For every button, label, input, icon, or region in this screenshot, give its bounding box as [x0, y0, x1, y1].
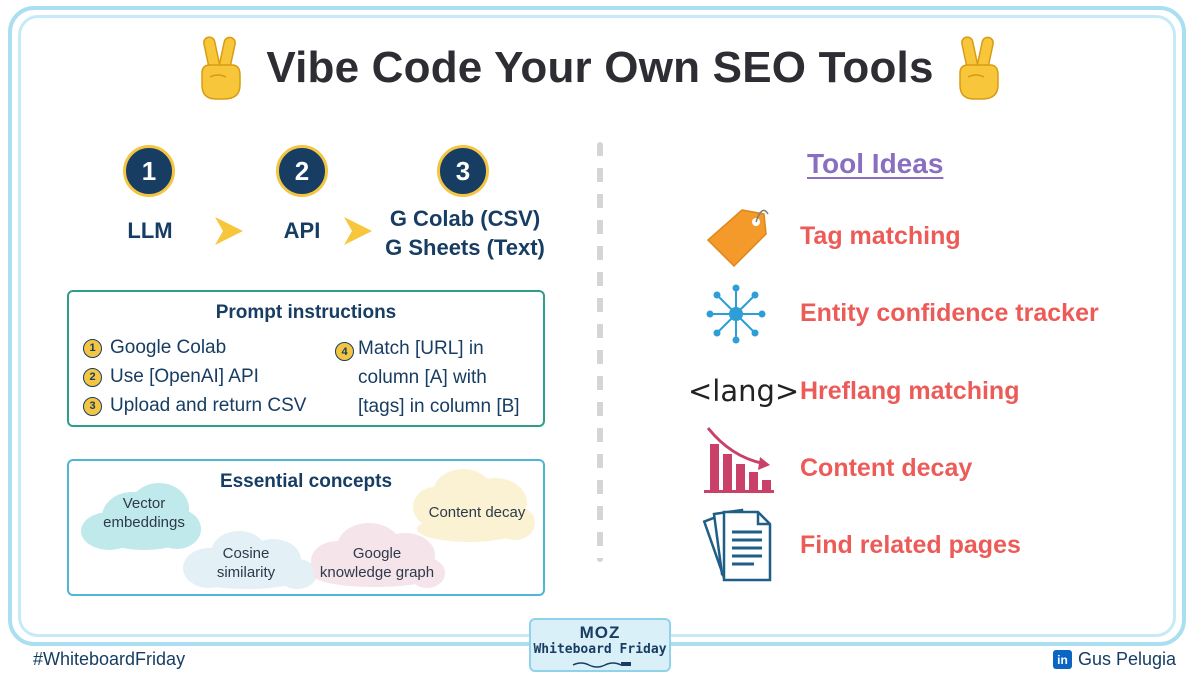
tool-tag-matching: Tag matching — [800, 222, 961, 250]
tag-icon — [706, 209, 769, 268]
peace-hand-icon — [958, 36, 999, 100]
prompt-item-3: 3 Upload and return CSV — [83, 395, 306, 417]
cloud-cosine-similarity — [183, 531, 317, 589]
concept-line: Cosine — [222, 545, 270, 562]
step-3-label: G Colab (CSV) G Sheets (Text) — [380, 204, 550, 262]
cloud-google-knowledge-graph — [311, 523, 445, 588]
step-3-number: 3 — [437, 145, 489, 197]
concept-line: embeddings — [103, 514, 185, 531]
tool-find-related-pages: Find related pages — [800, 531, 1021, 559]
hashtag-label: #WhiteboardFriday — [33, 649, 186, 669]
dashed-divider — [597, 142, 603, 562]
badge-subtitle: Whiteboard Friday — [533, 642, 667, 657]
prompt-item-text: Google Colab — [110, 337, 227, 358]
step-1-number: 1 — [123, 145, 175, 197]
prompt-item-text: Use [OpenAI] API — [110, 366, 259, 387]
documents-icon — [702, 508, 772, 582]
prompt-item-text: Upload and return CSV — [110, 395, 307, 416]
author-credit: in Gus Pelugia — [1053, 649, 1176, 670]
number-badge-icon: 3 — [83, 396, 102, 416]
cloud-content-decay — [413, 469, 535, 542]
tool-hreflang-matching: Hreflang matching — [800, 377, 1020, 405]
step-3-label-line1: G Colab (CSV) — [389, 206, 541, 231]
arrow-right-icon — [344, 217, 372, 245]
cloud-vector-embeddings — [81, 483, 201, 550]
number-badge-icon: 1 — [83, 338, 102, 358]
concept-line: Vector — [122, 495, 166, 512]
linkedin-icon: in — [1053, 650, 1072, 669]
prompt-item-text: [tags] in column [B] — [358, 396, 520, 417]
author-name: Gus Pelugia — [1078, 649, 1177, 669]
concept-cosine-similarity: Cosine similarity — [181, 544, 311, 582]
concept-content-decay: Content decay — [428, 504, 526, 521]
prompt-instructions-title: Prompt instructions — [215, 302, 397, 323]
essential-concepts-box: Essential concepts Vector embeddings Cos… — [67, 459, 545, 596]
arrow-right-icon — [215, 217, 243, 245]
network-node-icon — [706, 284, 766, 344]
prompt-item-1: 1 Google Colab — [83, 337, 226, 359]
moz-logo: MOZ — [579, 623, 621, 642]
prompt-instructions-box: Prompt instructions 1 Google Colab 2 Use… — [67, 290, 545, 427]
prompt-item-4: Match [URL] in column [A] with [tags] in… — [358, 334, 548, 421]
concept-vector-embeddings: Vector embeddings — [79, 494, 209, 532]
peace-hand-icon — [201, 36, 242, 100]
prompt-item-text: Match [URL] in — [358, 338, 484, 359]
tool-entity-confidence-tracker: Entity confidence tracker — [800, 299, 1099, 327]
step-2-number: 2 — [276, 145, 328, 197]
concept-google-knowledge-graph: Google knowledge graph — [307, 544, 447, 582]
tool-ideas-heading: Tool Ideas — [807, 148, 944, 179]
tool-content-decay: Content decay — [800, 454, 973, 482]
concept-line: Google — [352, 545, 402, 562]
moz-whiteboard-friday-badge: MOZ Whiteboard Friday — [529, 618, 671, 672]
concept-line: knowledge graph — [319, 564, 435, 581]
number-badge-icon: 2 — [83, 367, 102, 387]
step-2-label: API — [283, 218, 321, 243]
page-title: Vibe Code Your Own SEO Tools — [266, 43, 934, 92]
title-row: Vibe Code Your Own SEO Tools — [0, 28, 1200, 108]
step-3-label-line2: G Sheets (Text) — [385, 235, 545, 260]
concept-clouds — [81, 469, 535, 589]
number-badge-icon: 4 — [335, 342, 354, 361]
prompt-item-2: 2 Use [OpenAI] API — [83, 366, 259, 388]
concept-line: similarity — [216, 564, 276, 581]
marker-squiggle-icon — [572, 662, 631, 668]
essential-concepts-title: Essential concepts — [219, 471, 393, 492]
step-1-label: LLM — [127, 218, 173, 243]
decline-chart-icon — [704, 427, 774, 493]
lang-text-icon: <lang> — [688, 374, 800, 408]
prompt-item-text: column [A] with — [358, 367, 487, 388]
